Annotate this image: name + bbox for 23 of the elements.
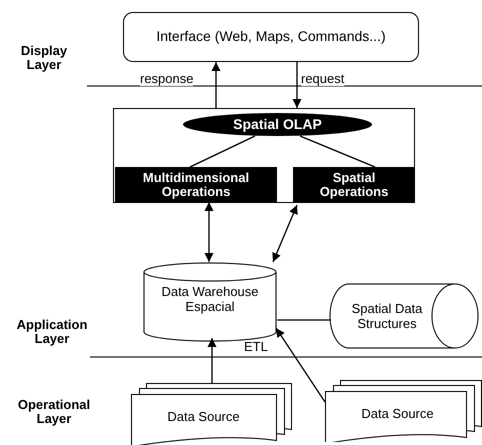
layer-label: Operational Layer	[16, 398, 92, 426]
operations-box: Multidimensional Operations	[115, 167, 277, 202]
edge-label: request	[301, 72, 344, 86]
layer-label: Application Layer	[16, 318, 88, 346]
arrow	[208, 338, 216, 384]
arrow	[272, 204, 298, 262]
connector-line	[190, 135, 256, 168]
layer-label: Display Layer	[20, 44, 68, 72]
node-label: Data Source	[167, 408, 240, 424]
connector-line	[277, 319, 331, 321]
interface-box: Interface (Web, Maps, Commands...)	[123, 12, 419, 62]
arrow	[212, 62, 220, 108]
olap-ellipse: Spatial OLAP	[183, 113, 372, 136]
node-label: Data Warehouse Espacial	[160, 284, 260, 314]
node-label: Spatial Data Structures	[350, 301, 424, 331]
node-label: Data Source	[361, 406, 434, 420]
arrow	[292, 62, 302, 108]
operations-box: Spatial Operations	[293, 167, 415, 202]
arrow	[204, 202, 214, 262]
arrow	[275, 328, 326, 402]
module-frame	[113, 108, 415, 203]
connector-line	[300, 135, 376, 168]
layer-label: ETL	[244, 340, 269, 354]
